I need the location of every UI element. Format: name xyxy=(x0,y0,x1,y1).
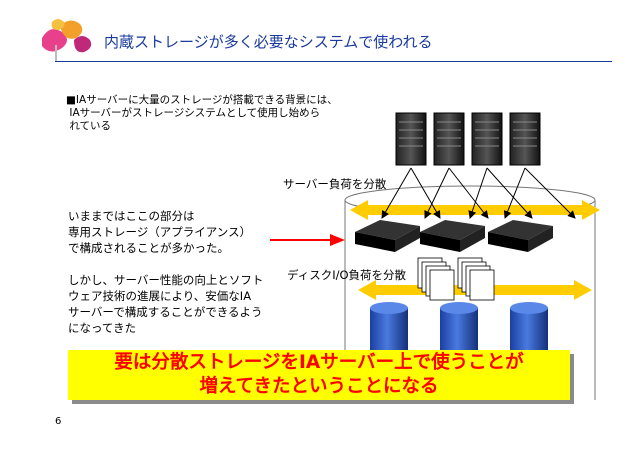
bullet-line-3: れている xyxy=(69,120,112,132)
red-pointer-arrow xyxy=(270,234,345,246)
bullet-line-2: IAサーバーがストレージシステムとして使用し始めら xyxy=(69,107,321,119)
page-number: 6 xyxy=(55,416,62,427)
previous-approach-line-2: 専用ストレージ（アプライアンス） xyxy=(68,225,252,239)
slide-title: 内蔵ストレージが多く必要なシステムで使われる xyxy=(104,33,433,51)
disk-io-load-label: ディスクI/O負荷を分散 xyxy=(287,268,407,282)
title-accent-bar xyxy=(55,45,57,61)
current-approach-line-2: ウェア技術の進展により、安価なIA xyxy=(68,289,252,303)
current-approach-line-1: しかし、サーバー性能の向上とソフト xyxy=(68,273,264,287)
previous-approach-line-3: で構成されることが多かった。 xyxy=(68,241,229,255)
current-approach-line-3: サーバーで構成することができるよう xyxy=(68,305,263,319)
current-approach-text: しかし、サーバー性能の向上とソフト ウェア技術の進展により、安価なIA サーバー… xyxy=(68,272,298,336)
disk-cylinder-icons xyxy=(370,302,548,352)
bullet-paragraph: ■IAサーバーに大量のストレージが搭載できる背景には、 IAサーバーがストレージ… xyxy=(66,94,366,133)
document-stack-icons xyxy=(417,257,495,301)
previous-approach-text: いままではここの部分は 専用ストレージ（アプライアンス） で構成されることが多か… xyxy=(68,208,298,256)
summary-callout: 要は分散ストレージをIAサーバー上で使うことが 増えてきたということになる xyxy=(68,350,570,400)
current-approach-line-4: になってきた xyxy=(68,321,137,335)
title-divider xyxy=(55,61,612,62)
summary-callout-line-2: 増えてきたということになる xyxy=(199,376,439,397)
bullet-marker: ■ xyxy=(66,94,76,106)
company-logo xyxy=(42,19,92,53)
bullet-line-1: IAサーバーに大量のストレージが搭載できる背景には、 xyxy=(75,94,338,106)
summary-callout-line-1: 要は分散ストレージをIAサーバー上で使うことが xyxy=(114,352,524,373)
previous-approach-line-1: いままではここの部分は xyxy=(68,209,195,223)
server-distribution-arrows xyxy=(381,167,576,219)
storage-node-icons xyxy=(355,220,553,252)
server-load-label: サーバー負荷を分散 xyxy=(283,177,387,191)
server-rack-icons xyxy=(395,112,541,166)
server-load-arrow-band xyxy=(350,200,600,220)
